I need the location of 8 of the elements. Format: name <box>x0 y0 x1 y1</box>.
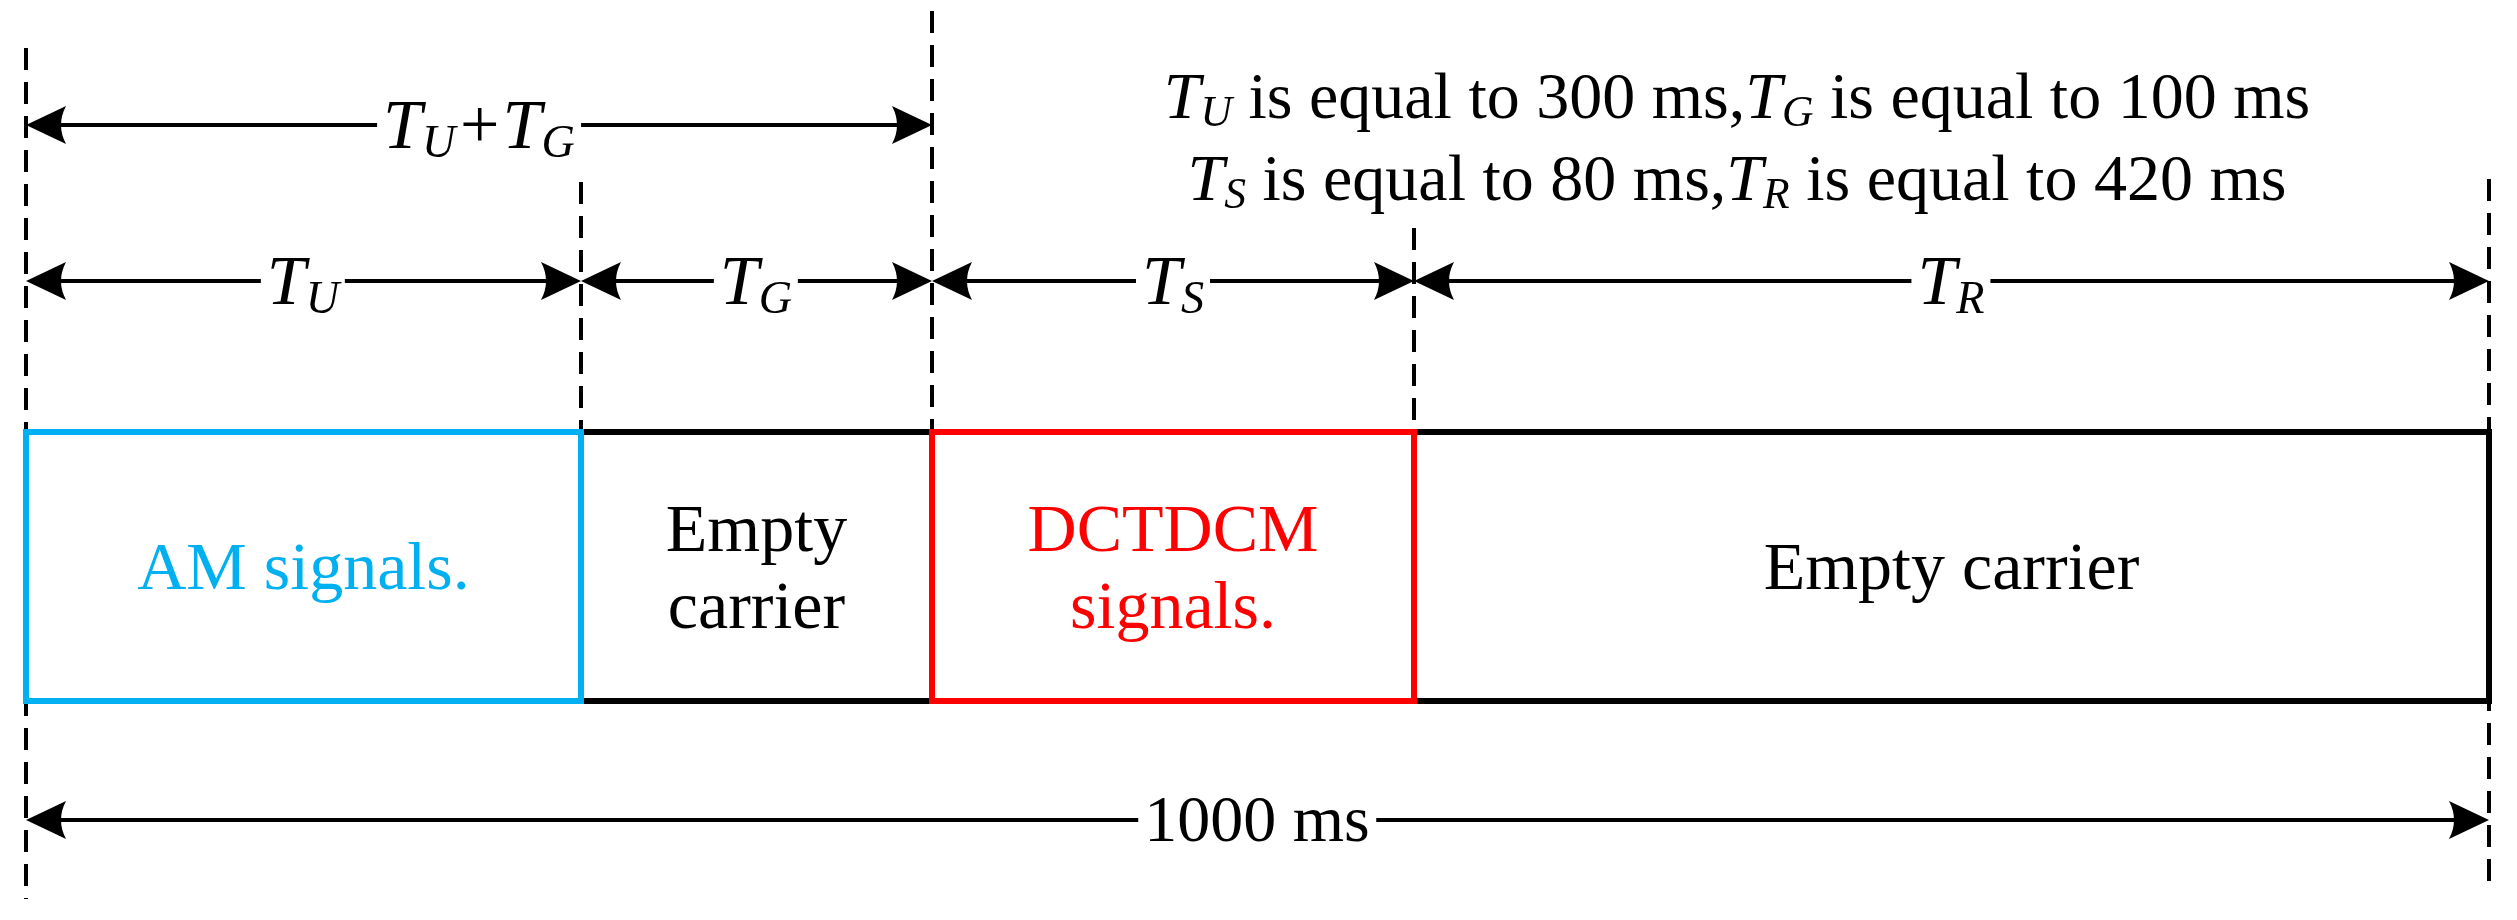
note-text: T$_{S}$ is equal to 80 ms,T$_{R}$ is equal to 420 ms <box>1187 141 2287 215</box>
note-text: T$_{U}$ is equal to 300 ms,T$_{G}$ is equal to 100 ms <box>1163 59 2311 133</box>
slot-label: AM signals. <box>137 528 470 605</box>
time-slot-box <box>929 429 1417 704</box>
slot-label: Empty carrier <box>664 490 849 643</box>
slot-label: DCTDCM signals. <box>1026 490 1320 643</box>
time-slot-box <box>23 429 584 704</box>
slot-label: Empty carrier <box>1763 528 2140 605</box>
